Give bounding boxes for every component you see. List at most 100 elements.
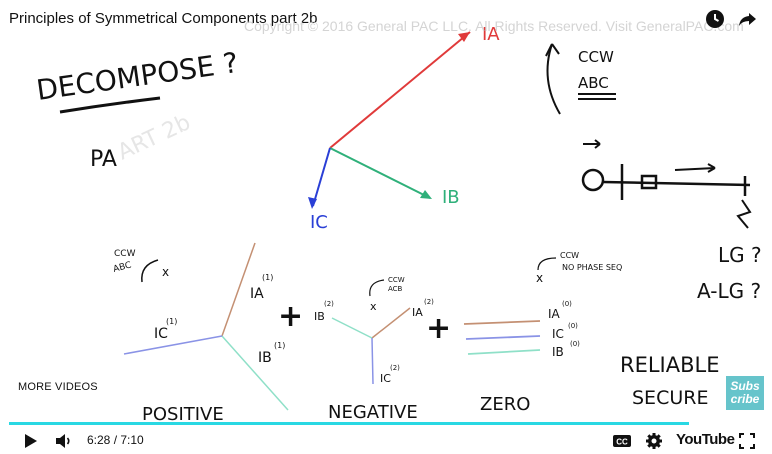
zero-ia-label: IA xyxy=(548,307,561,321)
alg-fault-text: A-LG ? xyxy=(697,279,761,303)
decompose-underline xyxy=(59,96,161,114)
abc-underline xyxy=(578,93,616,100)
progress-played xyxy=(9,422,690,425)
captions-button[interactable]: CC xyxy=(610,430,634,452)
play-icon xyxy=(25,434,37,448)
neg-ib-phasor xyxy=(331,317,373,339)
copyright-watermark: Copyright © 2016 General PAC LLC. All Ri… xyxy=(244,18,744,34)
fullscreen-icon xyxy=(739,433,755,449)
source-symbol xyxy=(581,168,605,192)
part-watermark: ART 2b xyxy=(114,110,194,165)
whiteboard-drawing: DECOMPOSE ? PA ART 2b IA IB IC CCW ABC xyxy=(34,24,762,424)
subscribe-badge[interactable]: Subs cribe xyxy=(726,376,764,410)
line-bus xyxy=(602,180,751,187)
zero-ia-phasor xyxy=(463,320,541,325)
ia-phasor xyxy=(329,31,471,149)
share-button[interactable] xyxy=(736,8,758,30)
ib-label: IB xyxy=(442,187,460,208)
decompose-text: DECOMPOSE ? xyxy=(34,46,240,107)
duration: 7:10 xyxy=(120,433,144,447)
neg-ic-phasor xyxy=(371,337,374,385)
ib-arrowhead xyxy=(420,190,432,199)
zero-label: ZERO xyxy=(480,394,530,415)
pos-x-mark: x xyxy=(162,265,169,279)
neg-rotation-arc xyxy=(369,279,385,297)
neg-ib-label: IB xyxy=(314,310,325,323)
pos-ic-phasor xyxy=(123,335,223,355)
zero-ic-label: IC xyxy=(552,327,564,341)
neg-ia-sup: (2) xyxy=(424,298,434,306)
time-separator: / xyxy=(110,433,121,447)
play-button[interactable] xyxy=(18,430,42,452)
neg-ic-sup: (2) xyxy=(390,364,400,372)
ic-label: IC xyxy=(310,212,328,233)
zero-ic-phasor xyxy=(465,335,541,340)
secure-text: SECURE xyxy=(632,387,708,409)
ia-label: IA xyxy=(482,24,500,45)
neg-ia-phasor xyxy=(371,307,411,339)
video-title[interactable]: Principles of Symmetrical Components par… xyxy=(9,10,318,27)
breaker-box xyxy=(640,174,658,190)
neg-ccw-text: CCW xyxy=(388,276,405,284)
pos-ic-label: IC xyxy=(154,326,168,342)
fault-bolt xyxy=(736,199,752,229)
plus-sign-2: + xyxy=(426,311,451,346)
current-time: 6:28 xyxy=(87,433,111,447)
negative-label: NEGATIVE xyxy=(328,402,418,423)
pos-ic-sup: (1) xyxy=(166,317,177,326)
pos-ib-phasor xyxy=(221,335,289,411)
ic-arrowhead xyxy=(308,197,317,209)
settings-button[interactable] xyxy=(642,430,666,452)
ic-phasor xyxy=(312,147,331,207)
zero-x-mark: x xyxy=(536,271,543,285)
volume-icon xyxy=(56,434,70,448)
reliable-text: RELIABLE xyxy=(620,353,720,377)
volume-button[interactable] xyxy=(52,430,76,452)
pos-ia-phasor xyxy=(221,242,256,337)
zero-ib-sup: (0) xyxy=(570,340,580,348)
pos-ib-label: IB xyxy=(258,350,272,366)
time-display: 6:28 / 7:10 xyxy=(87,433,144,447)
abc-top-text: ABC xyxy=(578,74,609,92)
zero-ic-sup: (0) xyxy=(568,322,578,330)
pos-ia-label: IA xyxy=(250,286,264,302)
ccw-top-text: CCW xyxy=(578,48,614,66)
ccw-arrowhead xyxy=(545,43,560,57)
zero-ccw-text: CCW xyxy=(560,251,579,260)
pa-text: PA xyxy=(90,147,117,172)
gear-icon xyxy=(646,433,662,449)
zero-ia-sup: (0) xyxy=(562,300,572,308)
neg-ib-sup: (2) xyxy=(324,300,334,308)
share-icon xyxy=(739,13,756,26)
neg-ia-label: IA xyxy=(412,306,423,319)
svg-text:CC: CC xyxy=(616,438,628,447)
zero-rotation-arc xyxy=(537,257,557,271)
video-frame[interactable]: DECOMPOSE ? PA ART 2b IA IB IC CCW ABC xyxy=(0,0,772,424)
cc-icon: CC xyxy=(613,435,631,447)
player-controls: 6:28 / 7:10 CC YouTube xyxy=(0,426,772,454)
direction-arrow xyxy=(674,163,716,173)
pos-ia-sup: (1) xyxy=(262,273,273,282)
more-videos-button[interactable]: MORE VIDEOS xyxy=(18,381,98,393)
ib-phasor xyxy=(329,147,431,199)
neg-ic-label: IC xyxy=(380,372,391,385)
small-arrow xyxy=(583,139,601,149)
ccw-arc xyxy=(546,43,561,115)
plus-sign-1: + xyxy=(278,299,303,334)
pos-rotation-arc xyxy=(141,259,159,283)
positive-label: POSITIVE xyxy=(142,404,224,424)
pos-ccw-text: CCW xyxy=(114,249,136,259)
pos-ib-sup: (1) xyxy=(274,341,285,350)
progress-bar[interactable] xyxy=(9,421,763,426)
zero-note-text: NO PHASE SEQ xyxy=(562,263,622,272)
watch-later-button[interactable] xyxy=(704,8,726,30)
fullscreen-button[interactable] xyxy=(736,430,758,452)
pos-abc-text: ABC xyxy=(112,260,132,274)
ia-arrowhead xyxy=(458,32,470,42)
lg-fault-text: LG ? xyxy=(718,243,762,267)
zero-ib-phasor xyxy=(467,349,541,355)
zero-ib-label: IB xyxy=(552,345,564,359)
neg-x-mark: x xyxy=(370,300,377,313)
youtube-logo[interactable]: YouTube xyxy=(676,431,735,448)
